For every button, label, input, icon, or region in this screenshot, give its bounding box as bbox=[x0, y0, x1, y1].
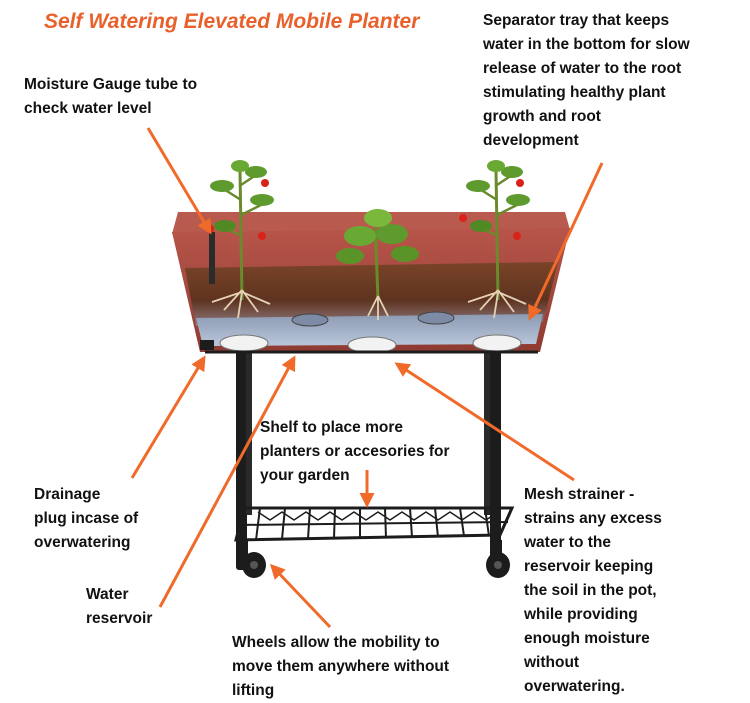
callout-drainage-plug: Drainage plug incase of overwatering bbox=[34, 486, 139, 551]
wheels bbox=[236, 540, 510, 578]
leafy-plant-center bbox=[336, 209, 419, 320]
callout-shelf: Shelf to place more planters or accesori… bbox=[260, 419, 450, 484]
arrow-water-reservoir bbox=[158, 355, 296, 608]
callout-separator-tray: Separator tray that keeps water in the b… bbox=[483, 12, 690, 149]
diagram-title: Self Watering Elevated Mobile Planter bbox=[44, 10, 420, 33]
tomato-plant-right bbox=[459, 160, 530, 319]
arrow-moisture-gauge bbox=[146, 127, 212, 235]
callout-moisture-gauge: Moisture Gauge tube to check water level bbox=[24, 76, 198, 117]
tomato-plant-left bbox=[206, 160, 274, 319]
callout-mesh-strainer: Mesh strainer - strains any excess water… bbox=[524, 486, 662, 695]
arrow-wheels bbox=[269, 563, 332, 629]
arrow-separator-tray bbox=[528, 162, 604, 321]
callout-water-reservoir: Water reservoir bbox=[86, 586, 153, 627]
water-reservoir bbox=[196, 314, 543, 346]
planter-box bbox=[172, 228, 570, 354]
arrow-drainage-plug bbox=[130, 355, 206, 479]
shelf bbox=[234, 506, 515, 542]
callout-wheels: Wheels allow the mobility to move them a… bbox=[232, 634, 450, 699]
arrow-mesh-strainer bbox=[394, 362, 575, 482]
